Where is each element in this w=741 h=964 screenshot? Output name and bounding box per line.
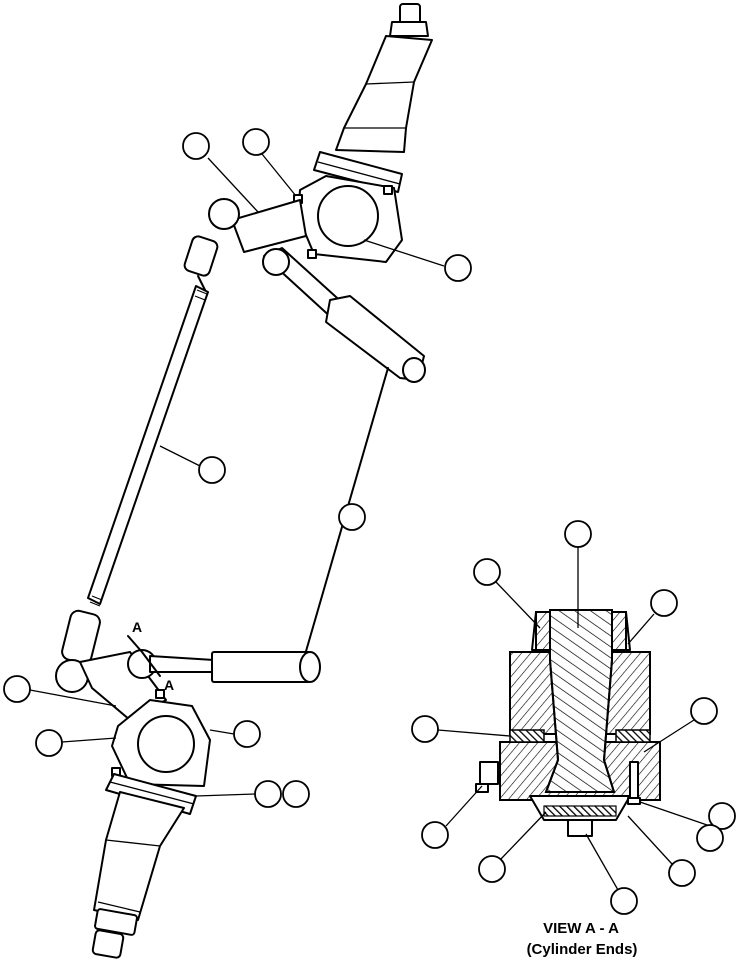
section-cut-marks: A A [127, 619, 174, 693]
tie-rod [87, 285, 209, 607]
view-caption-title: VIEW A - A [543, 920, 619, 937]
lower-steering-arm [55, 609, 167, 721]
callout-bubble [473, 558, 501, 586]
upper-steering-arm [183, 198, 307, 293]
callout-bubble [444, 254, 472, 282]
callout-bubble [696, 824, 724, 852]
callout-bubble [242, 128, 270, 156]
callout-bubble [338, 503, 366, 531]
callout-bubble [421, 821, 449, 849]
upper-steering-cylinder [262, 247, 426, 383]
lower-spindle [91, 773, 197, 959]
upper-spindle [313, 3, 433, 193]
callout-bubble [35, 729, 63, 757]
callout-bubble [282, 780, 310, 808]
callout-bubble [198, 456, 226, 484]
lower-knuckle [111, 689, 211, 787]
main-view-callouts [3, 128, 472, 808]
callout-bubble [254, 780, 282, 808]
lower-steering-cylinder [127, 649, 321, 683]
callout-bubble [3, 675, 31, 703]
section-mark-lower: A [164, 677, 174, 693]
callout-bubble [650, 589, 678, 617]
callout-bubble [564, 520, 592, 548]
callout-bubble [668, 859, 696, 887]
callout-bubble [233, 720, 261, 748]
callout-bubble [478, 855, 506, 883]
callout-bubble [690, 697, 718, 725]
upper-knuckle [293, 175, 403, 263]
section-mark-upper: A [132, 619, 142, 635]
section-view-aa [475, 609, 661, 837]
section-view-callouts [411, 520, 736, 915]
callout-bubble [411, 715, 439, 743]
callout-bubble [708, 802, 736, 830]
callout-bubble [610, 887, 638, 915]
view-caption-subtitle: (Cylinder Ends) [527, 941, 638, 958]
callout-bubble [182, 132, 210, 160]
